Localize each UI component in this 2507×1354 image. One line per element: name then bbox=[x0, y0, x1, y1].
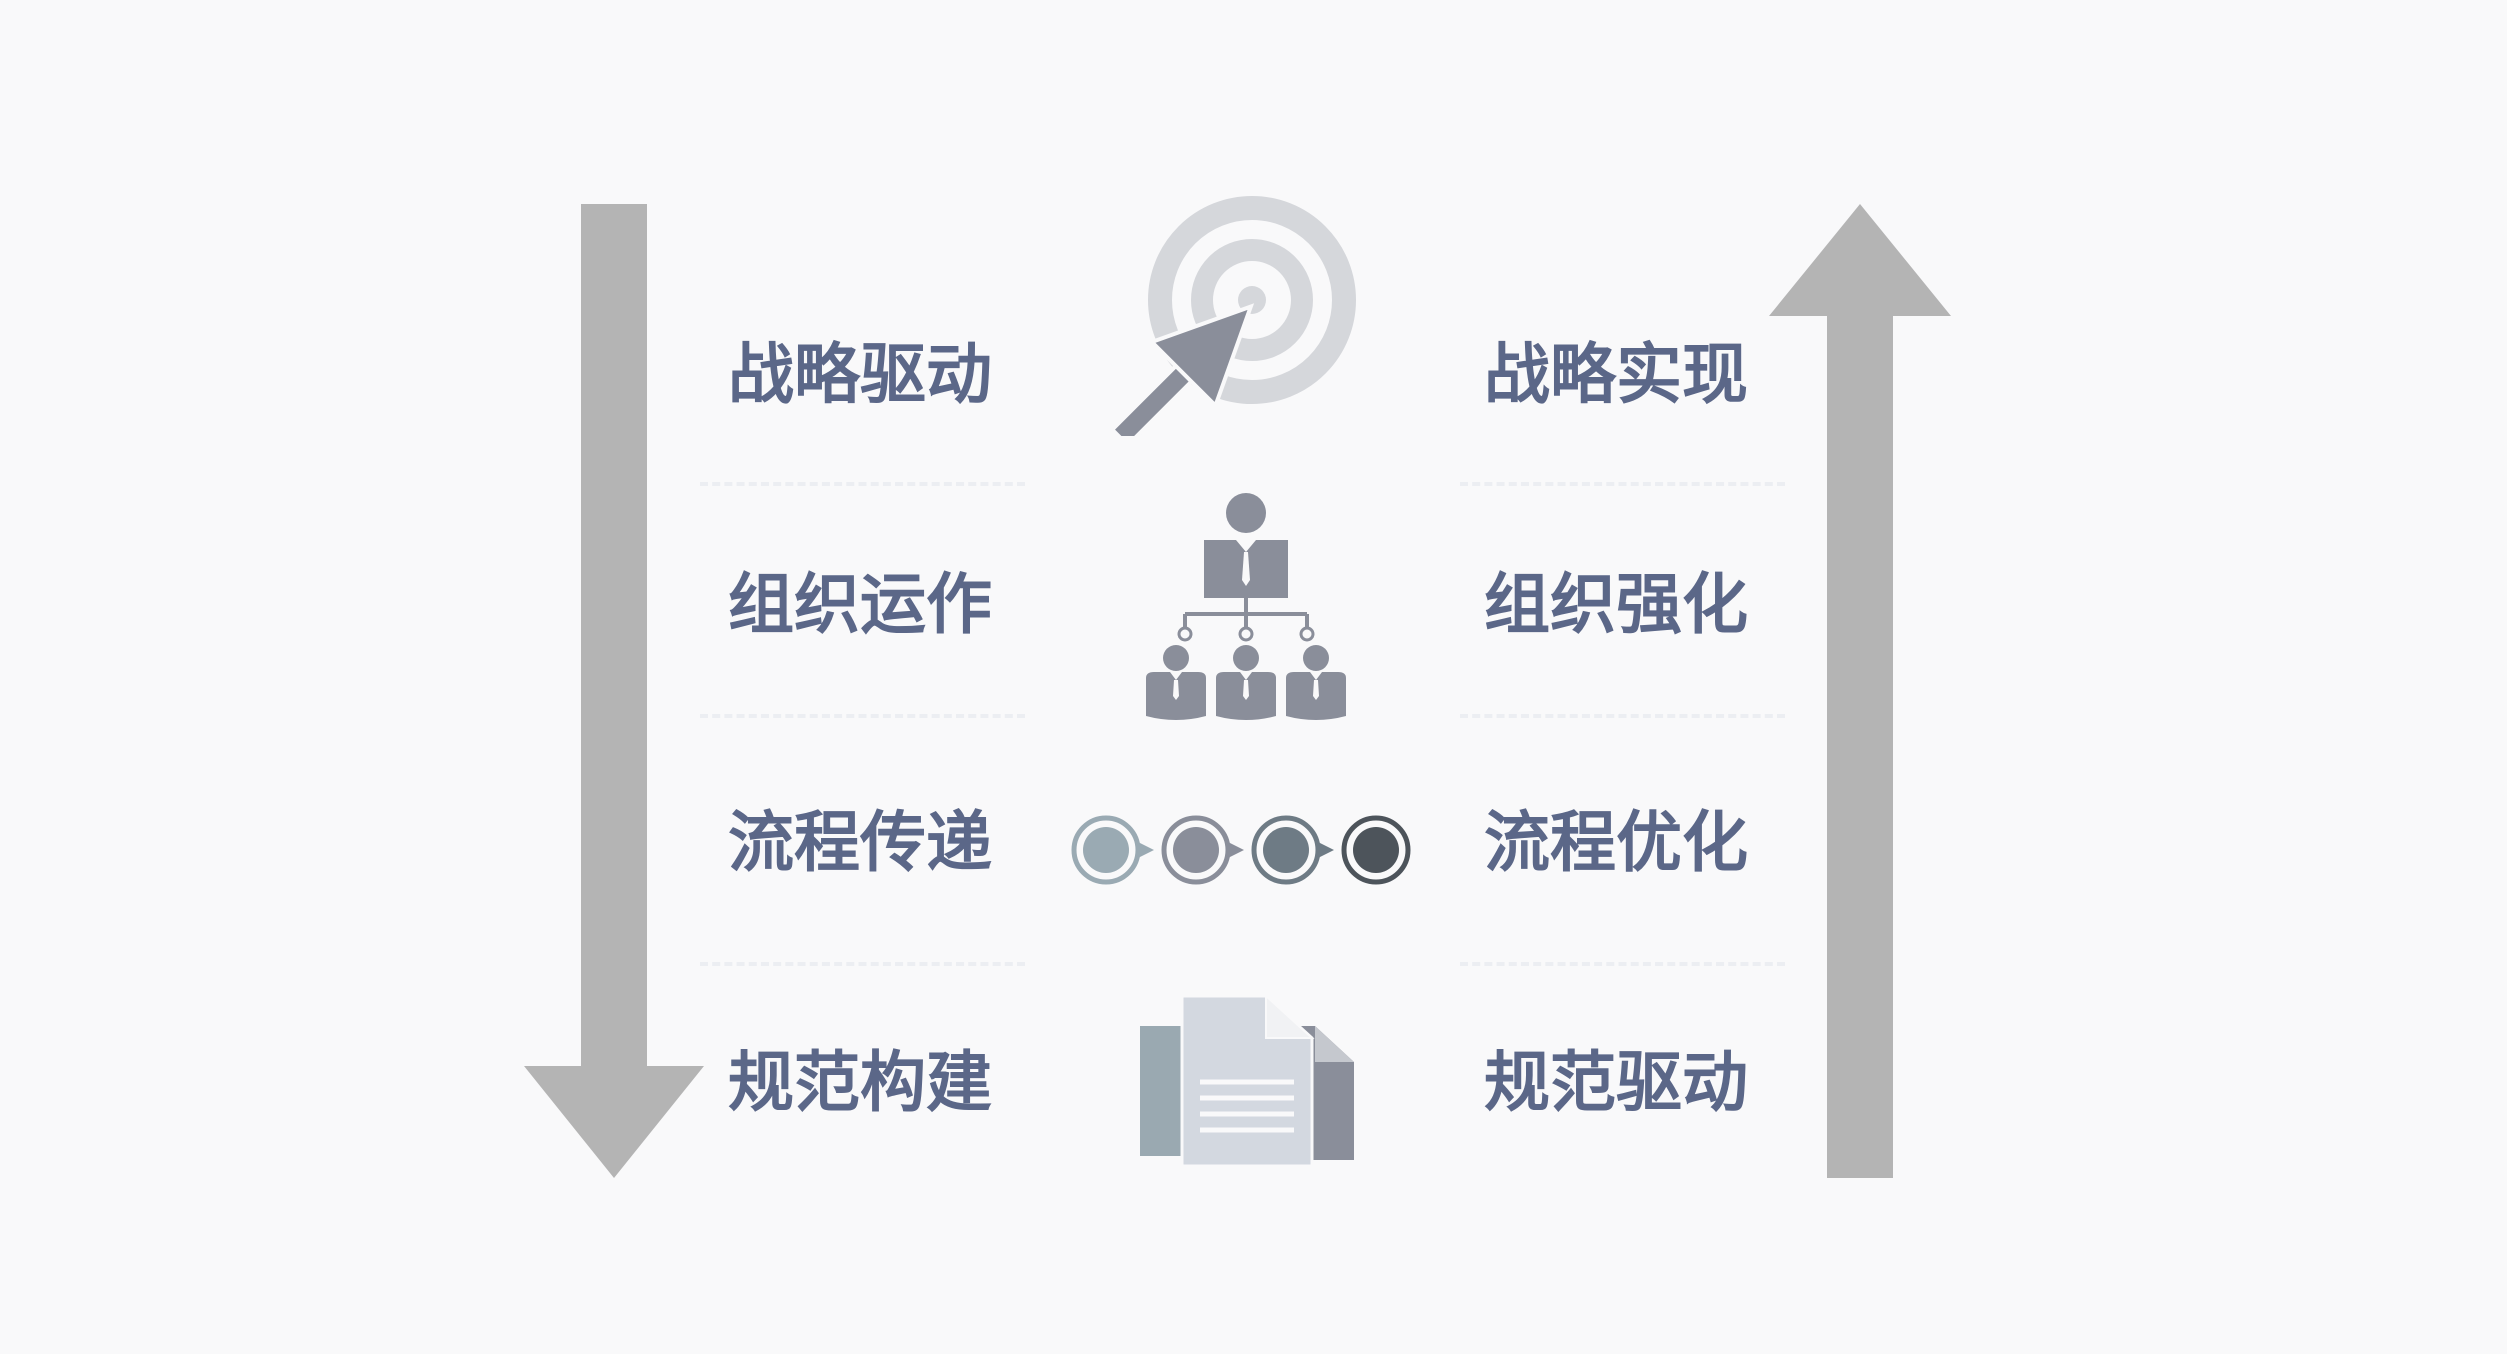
divider-left-3 bbox=[700, 962, 1025, 966]
right-label-process: 流程优化 bbox=[1484, 804, 1748, 881]
right-label-strategy: 战略实现 bbox=[1484, 336, 1748, 413]
divider-left-1 bbox=[700, 482, 1025, 486]
divider-right-1 bbox=[1460, 482, 1785, 486]
down-arrow-icon bbox=[524, 204, 704, 1178]
divider-left-2 bbox=[700, 714, 1025, 718]
left-label-strategy: 战略驱动 bbox=[728, 336, 992, 413]
target-icon bbox=[1110, 196, 1356, 436]
down-arrow-shape bbox=[524, 204, 704, 1178]
left-label-standard: 规范构建 bbox=[728, 1044, 992, 1121]
up-arrow-icon bbox=[1769, 204, 1951, 1178]
divider-right-3 bbox=[1460, 962, 1785, 966]
process-flow-icon bbox=[1071, 815, 1411, 885]
org-chart-icon bbox=[1146, 493, 1346, 720]
divider-right-2 bbox=[1460, 714, 1785, 718]
right-label-organization: 组织强化 bbox=[1484, 566, 1748, 643]
right-label-standard: 规范驱动 bbox=[1484, 1044, 1748, 1121]
left-label-process: 流程传递 bbox=[728, 804, 992, 881]
documents-icon bbox=[1140, 996, 1354, 1168]
left-label-organization: 组织运作 bbox=[728, 566, 992, 643]
up-arrow-shape bbox=[1769, 204, 1951, 1178]
